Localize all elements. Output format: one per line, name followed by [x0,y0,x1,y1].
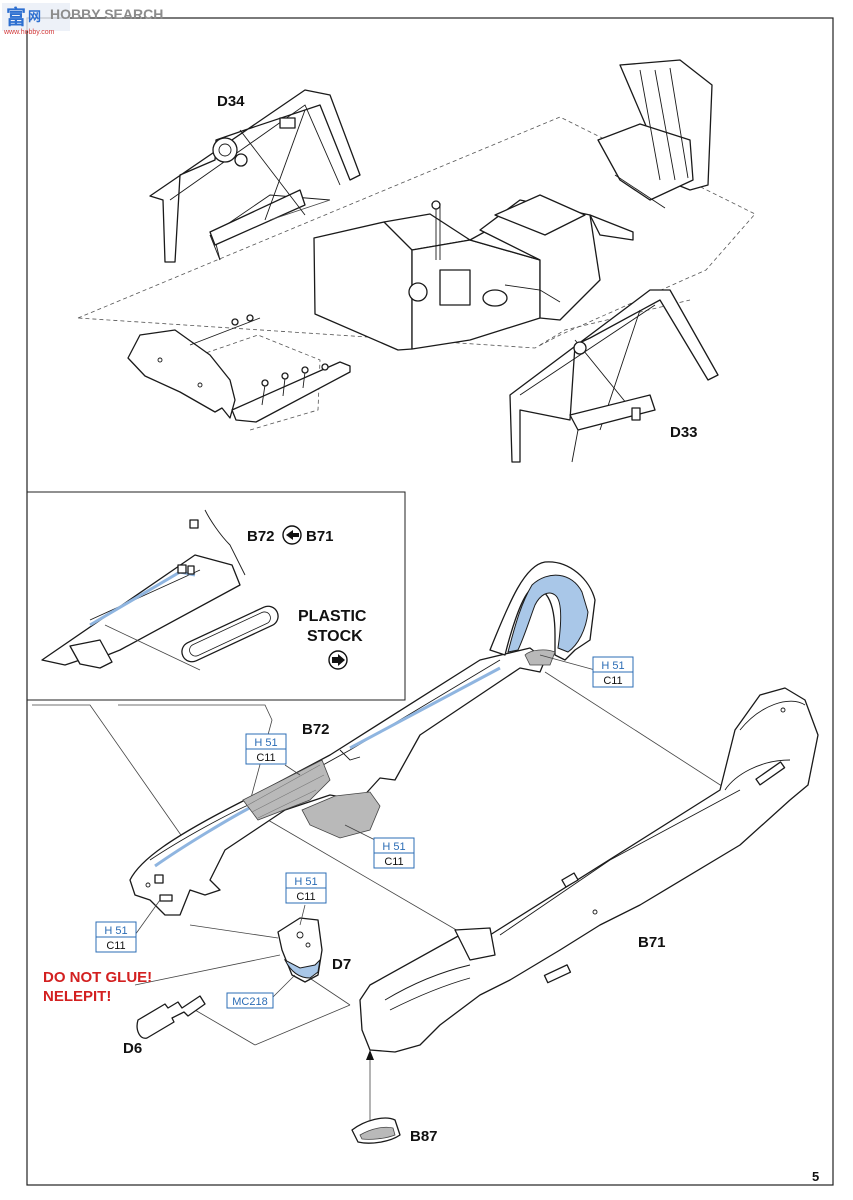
label-d6: D6 [123,1040,142,1057]
guide-d7 [189,924,279,939]
paint-code-1: H 51 C11 [592,656,634,688]
label-d33: D33 [670,424,698,441]
guide-tail [544,671,729,791]
paint-code-4-top: H 51 [294,876,317,888]
label-b72: B72 [302,721,330,738]
cockpit-guide-lower [199,334,321,431]
inset-guide-line [104,624,201,671]
part-pedal-bar [231,361,351,423]
paint-code-2-bottom: C11 [256,752,275,764]
label-d7: D7 [332,956,351,973]
guide-d6 [134,954,281,986]
paint-code-1-top: H 51 [601,660,624,672]
watermark-prefix: 富 [6,5,26,29]
paint-code-5: H 51 C11 [95,921,137,953]
warning-line-2: NELEPIT! [43,988,111,1005]
page-number: 5 [812,1169,819,1184]
label-b71: B71 [638,934,666,951]
swap-arrow-icon [282,525,302,545]
watermark-icon: 网 [28,9,41,24]
cockpit-guide-right [539,299,691,346]
inset-side-wall [41,554,241,666]
plastic-stock-icon [328,650,348,670]
watermark: 富 网 HOBBY SEARCH www.hobby.com [2,3,163,36]
label-b87: B87 [410,1128,438,1145]
cockpit-assembly: D34 [77,59,756,463]
part-cockpit-floor [313,194,634,351]
part-d34-frame [149,89,361,263]
part-d33-frame [509,289,719,463]
plastic-label: PLASTIC [298,608,367,625]
part-d6 [136,995,206,1039]
paint-code-3-top: H 51 [382,841,405,853]
part-d7 [277,917,323,983]
warning-line-1: DO NOT GLUE! [43,969,152,986]
watermark-brand: HOBBY SEARCH [50,6,163,22]
paint-code-3-bottom: C11 [384,856,403,868]
cockpit-guide-outline [77,116,756,349]
paint-code-4: H 51 C11 [285,872,327,904]
paint-code-4-bottom: C11 [296,891,315,903]
inset-panel: B72 B71 PLASTIC STOCK [27,491,406,701]
guide-inset-right [118,704,273,821]
paint-code-5-top: H 51 [104,925,127,937]
guide-b72-b71 [267,819,466,936]
guide-inset-left [32,704,191,849]
fuselage-assembly: B72 B71 D7 [32,561,819,1145]
paint-code-3: H 51 C11 [373,837,415,869]
paint-code-2-top: H 51 [254,737,277,749]
part-side-panel [127,314,261,419]
stock-label: STOCK [307,628,363,645]
inset-label-b71: B71 [306,528,334,545]
part-headrest-frame [489,561,596,666]
inset-label-b72: B72 [247,528,275,545]
mc-code-text: MC218 [232,996,267,1008]
watermark-sub: www.hobby.com [3,29,55,36]
label-d34: D34 [217,93,245,110]
part-pilot-seat [597,59,713,209]
paint-code-2: H 51 C11 [245,733,287,765]
part-b71-fuselage [359,687,819,1053]
part-b87 [351,1117,401,1144]
paint-code-1-bottom: C11 [603,675,622,687]
mc-code: MC218 [226,992,274,1009]
part-b72-fuselage [129,647,546,916]
paint-code-5-bottom: C11 [106,940,125,952]
plastic-stock-strip [181,605,279,663]
page-border [26,17,834,1186]
